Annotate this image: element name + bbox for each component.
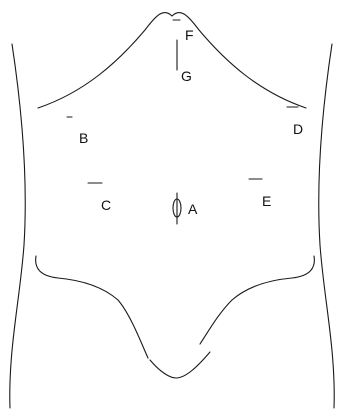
pubic-curve-outline bbox=[150, 352, 210, 378]
label-a: A bbox=[188, 201, 198, 217]
right-flank-outline bbox=[319, 44, 334, 408]
right-iliac-crest-outline bbox=[200, 256, 314, 344]
costal-margin-outline bbox=[38, 12, 306, 108]
label-e: E bbox=[262, 193, 271, 209]
label-b: B bbox=[79, 130, 88, 146]
left-iliac-crest-outline bbox=[36, 256, 148, 358]
label-f: F bbox=[185, 27, 194, 43]
label-c: C bbox=[101, 197, 111, 213]
left-flank-outline bbox=[10, 44, 25, 408]
label-g: G bbox=[181, 68, 192, 84]
label-d: D bbox=[293, 121, 303, 137]
